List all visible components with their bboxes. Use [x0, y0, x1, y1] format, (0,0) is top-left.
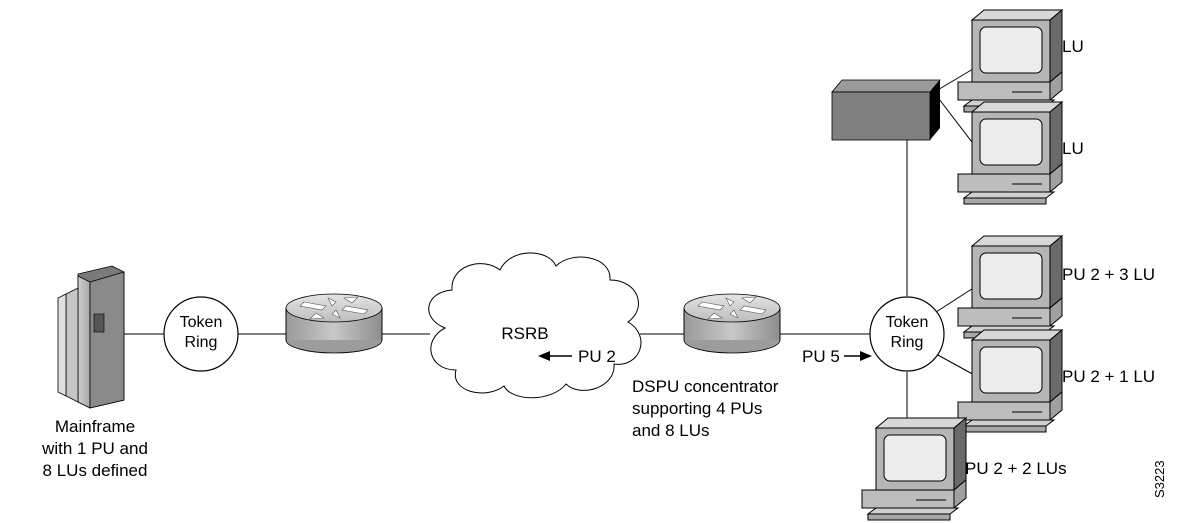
lu-terminal-top-icon [957, 9, 1063, 113]
dspu-caption-3: and 8 LUs [632, 421, 710, 440]
pu5-arrow [844, 351, 872, 361]
cluster-controller-icon [831, 79, 941, 141]
links [124, 65, 979, 432]
lu-second-label: LU [1062, 139, 1084, 158]
token-ring-right-label-1: Token [886, 314, 929, 331]
lu-top-label: LU [1062, 37, 1084, 56]
link-controller-lu1 [935, 65, 979, 92]
token-ring-right [869, 296, 945, 372]
pu2-arrow-label: PU 2 [578, 347, 616, 366]
token-ring-left-label-2: Ring [185, 334, 218, 351]
pu2-3lu-terminal-icon [957, 235, 1063, 339]
pu2-arrow [538, 351, 572, 361]
pu2-2lus-terminal-icon [861, 417, 967, 521]
token-ring-left-label-1: Token [180, 314, 223, 331]
mainframe-caption-1: Mainframe [55, 417, 135, 436]
pu2-2lus-label: PU 2 + 2 LUs [965, 459, 1067, 478]
link-ring-pu2-1lu [935, 353, 979, 378]
mainframe-caption-2: with 1 PU and [41, 439, 148, 458]
figure-id: S3223 [1152, 460, 1167, 498]
mainframe-caption-3: 8 LUs defined [43, 461, 148, 480]
dspu-caption-2: supporting 4 PUs [632, 399, 762, 418]
dspu-router-icon [683, 293, 781, 354]
rsrb-label: RSRB [501, 324, 548, 343]
lu-terminal-second-icon [957, 101, 1063, 205]
link-controller-lu2 [935, 94, 979, 151]
dspu-caption-1: DSPU concentrator [632, 377, 779, 396]
pu2-3lu-label: PU 2 + 3 LU [1062, 265, 1155, 284]
mainframe-icon [57, 265, 125, 409]
rsrb-cloud [428, 252, 642, 399]
pu5-arrow-label: PU 5 [802, 347, 840, 366]
pu2-1lu-terminal-icon [957, 329, 1063, 433]
link-ring-pu2-3lu [935, 284, 979, 313]
token-ring-left [163, 296, 239, 372]
pu2-1lu-label: PU 2 + 1 LU [1062, 367, 1155, 386]
router-left-icon [285, 293, 383, 354]
token-ring-right-label-2: Ring [891, 334, 924, 351]
